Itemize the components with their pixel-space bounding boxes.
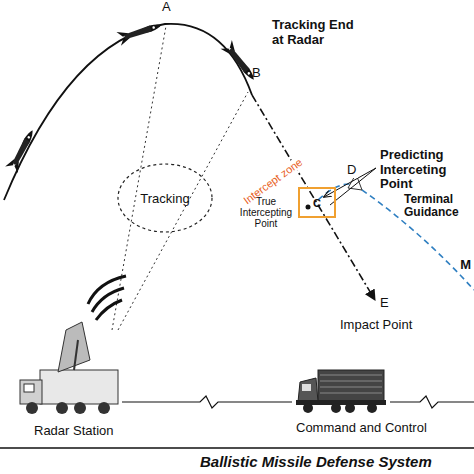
comm-link: [390, 396, 474, 408]
command-truck: [296, 370, 386, 413]
point-letter: E: [380, 296, 389, 311]
station-label: Command and Control: [296, 421, 427, 436]
callout-text: True Intercepting Point: [234, 196, 298, 230]
comm-link: [122, 396, 292, 408]
rule: [0, 447, 474, 449]
diagram-title: Ballistic Missile Defense System: [200, 454, 432, 471]
intercept-zone-box: C: [298, 187, 336, 218]
point-letter: B: [252, 66, 261, 81]
station-label: Radar Station: [34, 424, 114, 439]
node-text: C: [313, 197, 321, 209]
callout-text: Impact Point: [340, 318, 412, 333]
tracking-zone: Tracking: [117, 163, 213, 233]
point-letter: A: [162, 0, 171, 15]
trajectory: [4, 24, 252, 200]
radar-beam: [118, 92, 248, 330]
callout-text: Tracking End at Radar: [272, 18, 368, 47]
radar-truck: [20, 322, 118, 414]
node-text: Tracking: [140, 191, 189, 206]
callout-text: Predicting Interceting Point: [380, 148, 470, 192]
missile: [5, 127, 39, 173]
interceptor-path: [318, 184, 474, 290]
radar-beam: [112, 26, 166, 330]
cut-label: M: [460, 258, 471, 273]
callout-text: Terminal Guidance: [404, 193, 470, 220]
point-letter: D: [345, 163, 358, 178]
missile: [116, 18, 163, 46]
intercept-dot: [304, 203, 312, 211]
